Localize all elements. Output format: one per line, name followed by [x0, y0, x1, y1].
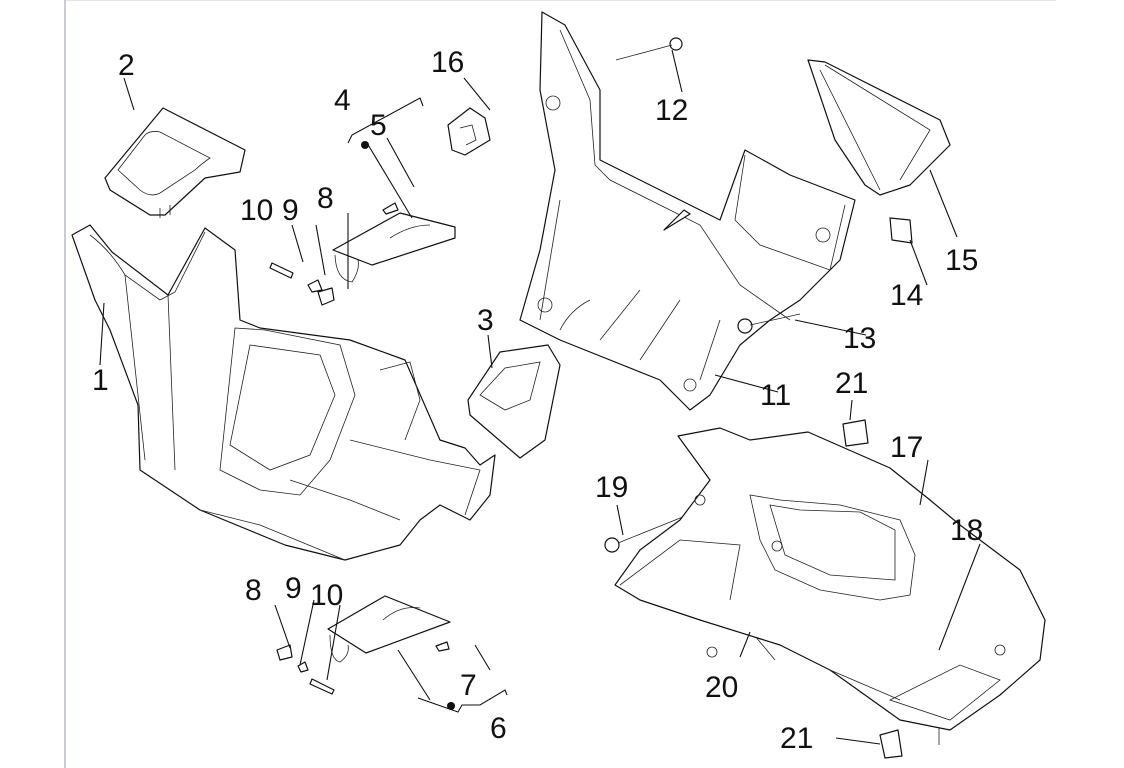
callout-5: 5 — [370, 109, 387, 142]
part-16-grommet — [447, 107, 491, 156]
hardware — [269, 37, 946, 759]
callout-9-upper: 9 — [282, 194, 299, 227]
frame-border-top — [66, 0, 1056, 1]
callout-10-lower: 10 — [310, 579, 343, 612]
part-1-front-shield — [71, 224, 496, 561]
callout-15: 15 — [945, 244, 978, 277]
callout-21-lower: 21 — [780, 722, 813, 755]
callout-9-lower: 9 — [285, 572, 302, 605]
callout-17: 17 — [890, 431, 923, 464]
part-6-flap — [327, 595, 451, 663]
callout-7: 7 — [460, 669, 477, 702]
callout-2: 2 — [118, 49, 135, 82]
frame-border-left — [64, 0, 66, 768]
group-marker-4 — [361, 141, 369, 149]
callout-3: 3 — [477, 304, 494, 337]
part-2-cover — [104, 107, 246, 218]
callout-14: 14 — [890, 279, 923, 312]
callout-10-upper: 10 — [240, 194, 273, 227]
callout-4: 4 — [334, 84, 351, 117]
group-marker-6 — [447, 702, 455, 710]
callout-18: 18 — [950, 514, 983, 547]
part-15-side-cover — [807, 59, 951, 196]
callout-13: 13 — [843, 322, 876, 355]
callout-6: 6 — [490, 712, 507, 745]
callout-21-upper: 21 — [835, 367, 868, 400]
callout-19: 19 — [595, 471, 628, 504]
callout-20: 20 — [705, 671, 738, 704]
callout-8-upper: 8 — [317, 182, 334, 215]
callout-12: 12 — [655, 94, 688, 127]
callout-11: 11 — [760, 379, 791, 412]
callout-1: 1 — [92, 364, 109, 397]
part-3-cover — [467, 344, 561, 459]
part-17-inner-cover — [614, 427, 1046, 731]
part-4-flap — [332, 212, 456, 283]
part-11-inner-panel — [519, 11, 856, 411]
callout-8-lower: 8 — [245, 574, 262, 607]
callout-16: 16 — [431, 46, 464, 79]
